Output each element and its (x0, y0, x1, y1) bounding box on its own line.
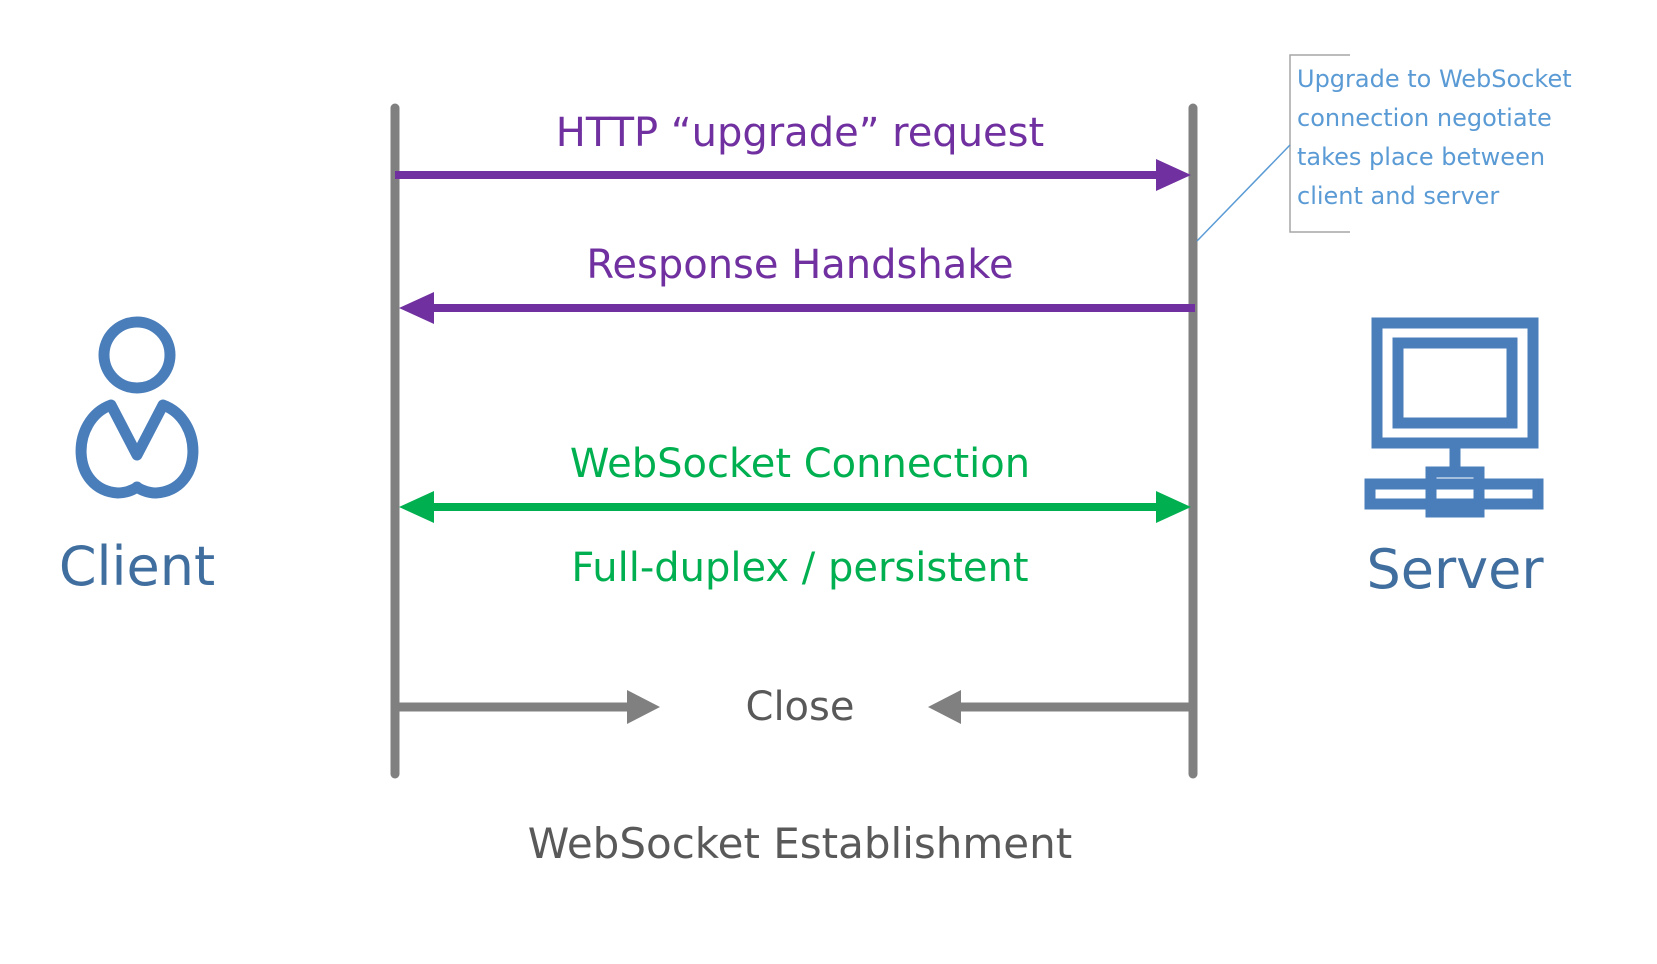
response-handshake-arrow (399, 292, 1195, 324)
server-label: Server (1366, 538, 1544, 601)
note-line: client and server (1297, 182, 1500, 210)
close-label: Close (745, 684, 855, 730)
diagram-caption: WebSocket Establishment (527, 819, 1073, 868)
upgrade-request-label: HTTP “upgrade” request (555, 110, 1045, 156)
close-arrow-from-server (928, 690, 1193, 724)
response-handshake-label: Response Handshake (586, 242, 1014, 288)
user-icon (75, 316, 199, 499)
full-duplex-label: Full-duplex / persistent (571, 545, 1029, 591)
websocket-connection-arrow (399, 491, 1191, 523)
close-arrow-from-client (395, 690, 660, 724)
note-line: takes place between (1297, 143, 1546, 171)
upgrade-request-arrow (395, 159, 1191, 191)
upgrade-note: Upgrade to WebSocket connection negotiat… (1297, 60, 1637, 216)
websocket-connection-label: WebSocket Connection (569, 441, 1031, 487)
server-icon (1364, 317, 1544, 518)
note-line: connection negotiate (1297, 104, 1552, 132)
note-line: Upgrade to WebSocket (1297, 65, 1572, 93)
client-label: Client (58, 535, 216, 598)
note-bracket (1196, 54, 1350, 242)
